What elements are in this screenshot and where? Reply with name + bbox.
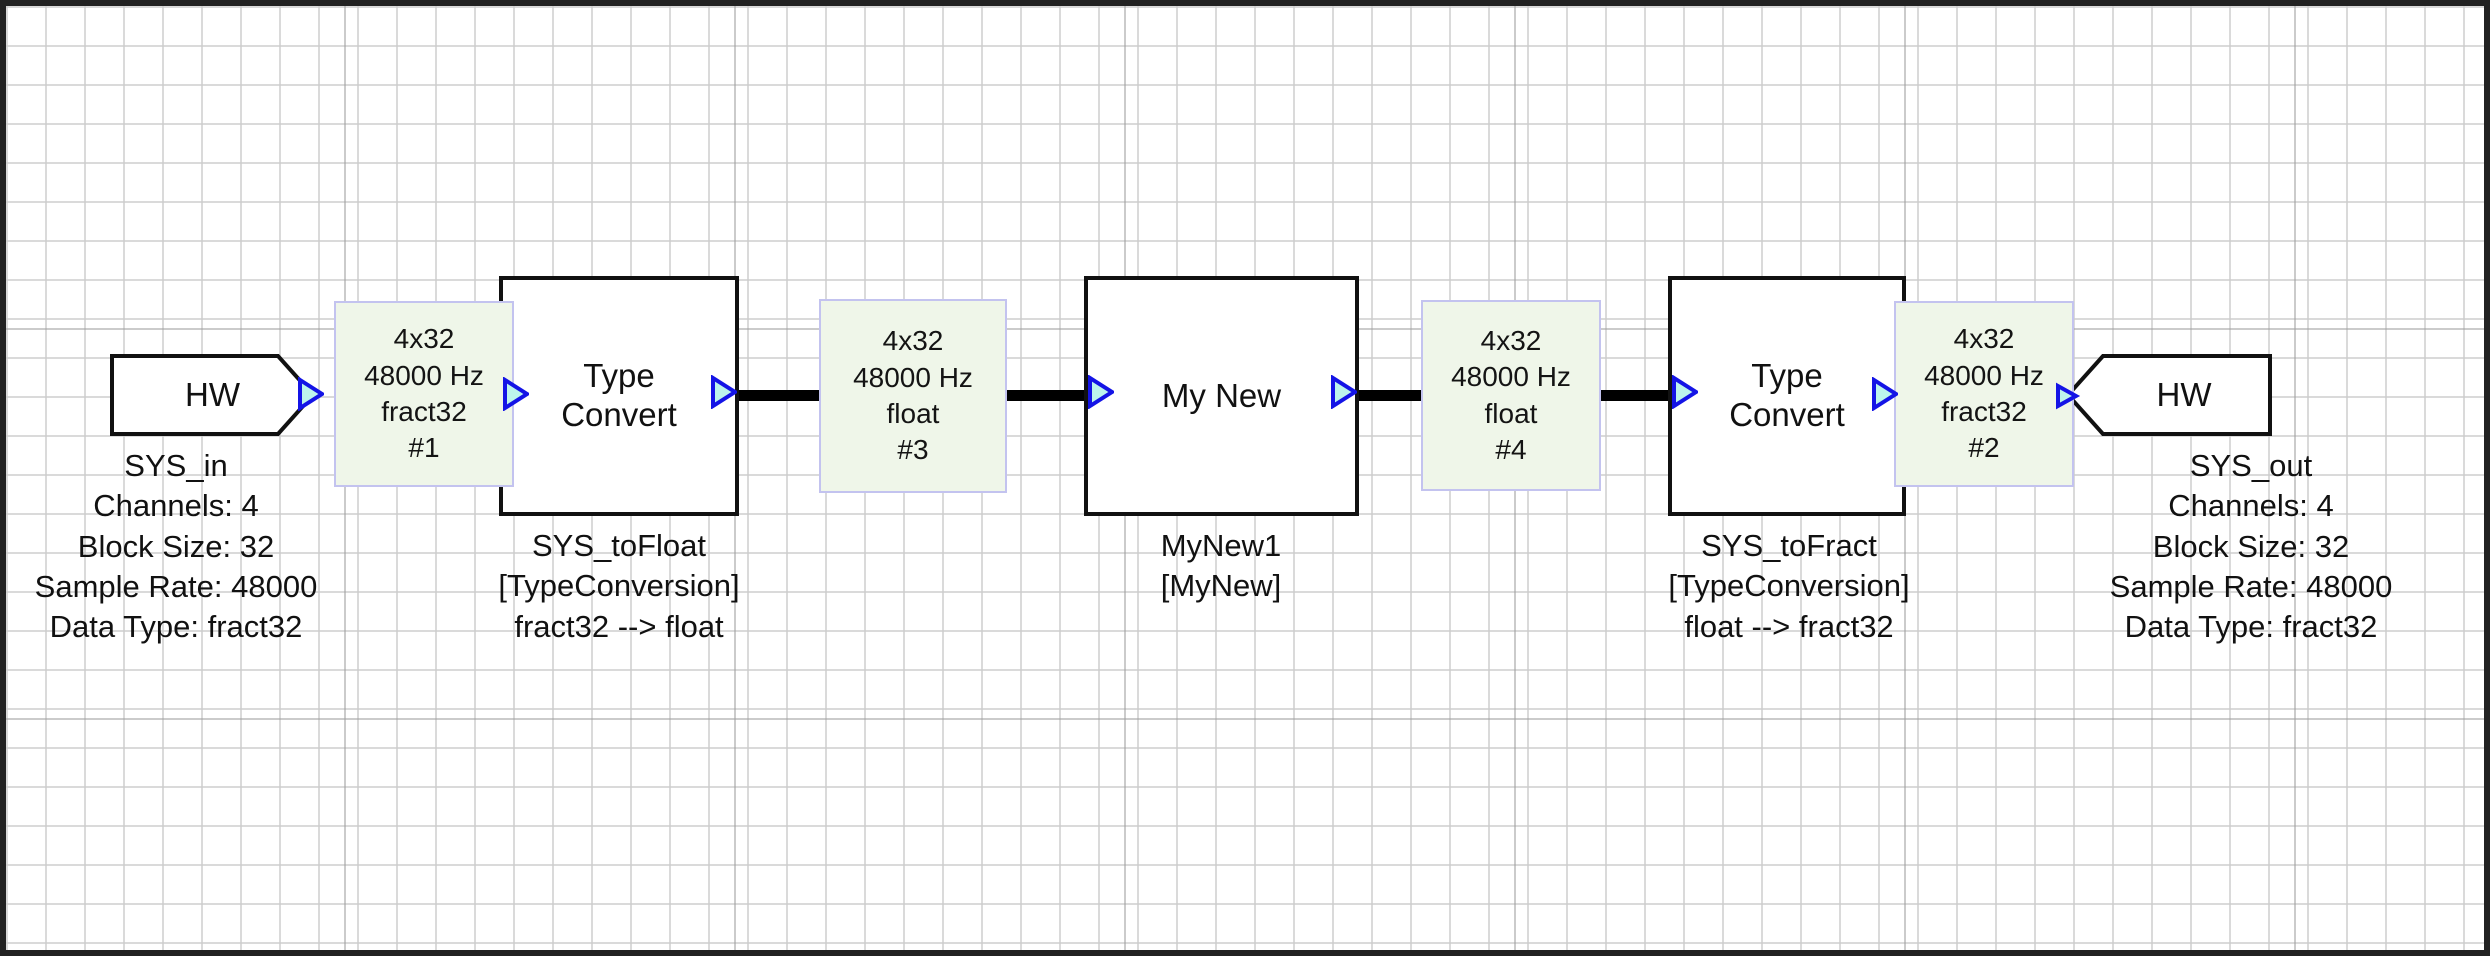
block-sys-out-title: HW: [2156, 376, 2212, 413]
signal-info-4[interactable]: 4x32 48000 Hz float #4: [1421, 300, 1601, 491]
caption-sys-out: SYS_out Channels: 4 Block Size: 32 Sampl…: [2109, 448, 2393, 645]
signal-info-3[interactable]: 4x32 48000 Hz float #3: [819, 299, 1007, 493]
wire-signal3-to-mynew: [991, 390, 1096, 401]
signal-2-index: #2: [1968, 432, 2000, 464]
signal-1-rate: 48000 Hz: [364, 359, 484, 391]
signal-4-dtype: float: [1484, 397, 1538, 429]
wire-signal4-to-tofract: [1584, 390, 1679, 401]
block-sys-tofloat-title: Type Convert: [561, 357, 677, 433]
signal-1-dims: 4x32: [393, 323, 455, 355]
port-arrow-icon-mynew-in[interactable]: [1086, 375, 1114, 409]
signal-info-2[interactable]: 4x32 48000 Hz fract32 #2: [1894, 301, 2074, 487]
port-arrow-icon-tofloat-out[interactable]: [709, 375, 737, 409]
signal-2-dims: 4x32: [1953, 323, 2015, 355]
block-sys-tofract-title: Type Convert: [1729, 357, 1845, 433]
port-arrow-icon-sys-in-out[interactable]: [296, 377, 324, 411]
caption-sys-tofloat: SYS_toFloat [TypeConversion] fract32 -->…: [498, 528, 740, 644]
port-arrow-icon-mynew-out[interactable]: [1329, 375, 1357, 409]
signal-4-rate: 48000 Hz: [1451, 361, 1571, 393]
signal-3-dims: 4x32: [882, 325, 944, 357]
block-mynew1[interactable]: My New: [1084, 276, 1359, 516]
signal-2-dtype: fract32: [1941, 396, 2027, 427]
signal-info-1[interactable]: 4x32 48000 Hz fract32 #1: [334, 301, 514, 487]
block-sys-tofloat[interactable]: Type Convert: [499, 276, 739, 516]
signal-4-dims: 4x32: [1480, 324, 1542, 356]
caption-mynew1: MyNew1 [MyNew]: [1160, 528, 1282, 604]
signal-3-index: #3: [897, 434, 929, 466]
signal-3-dtype: float: [886, 398, 940, 429]
signal-1-index: #1: [408, 432, 440, 464]
port-arrow-icon-sys-out-in[interactable]: [2054, 379, 2082, 413]
signal-4-index: #4: [1495, 433, 1527, 465]
block-sys-in-title: HW: [185, 376, 240, 413]
block-mynew1-title: My New: [1161, 376, 1282, 414]
wire-tofloat-to-signal3: [726, 390, 836, 401]
port-arrow-icon-tofract-out[interactable]: [1870, 377, 1898, 411]
block-sys-in[interactable]: HW: [110, 354, 315, 436]
port-arrow-icon-tofloat-in[interactable]: [501, 377, 529, 411]
port-arrow-icon-tofract-in[interactable]: [1670, 375, 1698, 409]
signal-3-rate: 48000 Hz: [853, 361, 973, 393]
caption-sys-tofract: SYS_toFract [TypeConversion] float --> f…: [1668, 528, 1910, 644]
block-sys-out[interactable]: HW: [2066, 354, 2272, 436]
signal-2-rate: 48000 Hz: [1924, 359, 2044, 391]
wire-mynew-to-signal4: [1346, 390, 1441, 401]
signal-1-dtype: fract32: [381, 396, 467, 427]
